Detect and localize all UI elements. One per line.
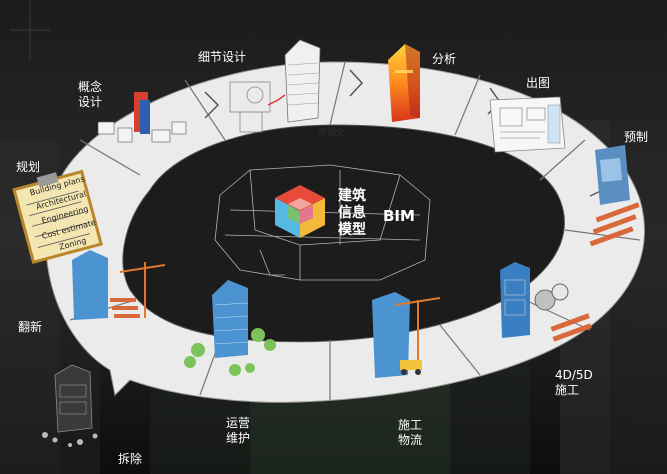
construction-4d5d-icon [500, 262, 592, 342]
bim-building-model [214, 164, 431, 281]
stage-label-demolition: 拆除 [118, 452, 143, 466]
ring-caption: 可视化 [318, 128, 346, 138]
drawing-sheet-icon [489, 96, 566, 153]
stage-label-operations: 运营 维护 [226, 416, 250, 446]
stage-label-operations-line: 运营 [226, 416, 251, 430]
detail-design-icon [229, 39, 321, 133]
center-title-line: 模型 [338, 222, 366, 238]
stage-label-4d5d-line: 4D/5D [555, 368, 593, 382]
concept-massing-icon [97, 92, 187, 143]
stage-label-renovation: 翻新 [18, 320, 43, 334]
prefab-factory-icon [589, 145, 640, 247]
stage-label-operations-line: 维护 [226, 431, 251, 445]
stage-label-logistics-line: 施工 [398, 418, 423, 432]
stage-label-4d5d: 4D/5D 施工 [555, 368, 593, 398]
stage-label-logistics-line: 物流 [398, 433, 423, 447]
center-title: 建筑 信息 模型 [338, 188, 366, 239]
stage-label-prefab: 预制 [624, 130, 649, 144]
stage-label-drawing: 出图 [526, 76, 551, 90]
operations-building-icon [184, 280, 276, 376]
crane-tower-icon [372, 292, 441, 378]
center-title-line: 建筑 [338, 188, 366, 204]
stage-label-concept-line: 概念 [78, 80, 103, 94]
bim-label: BIM [383, 207, 415, 225]
center-title-line: 信息 [338, 205, 366, 221]
stage-label-logistics: 施工 物流 [398, 418, 422, 448]
clipboard-icon [12, 169, 103, 265]
demolition-icon [42, 364, 98, 447]
renovation-tower-icon [72, 250, 166, 320]
bim-cube-icon [275, 185, 325, 238]
stage-label-planning: 规划 [16, 160, 41, 174]
stage-label-4d5d-line: 施工 [555, 383, 580, 397]
stage-label-analysis: 分析 [432, 52, 457, 66]
stage-label-concept: 概念 设计 [78, 80, 102, 110]
stage-label-concept-line: 设计 [78, 95, 103, 109]
analysis-tower-icon [388, 44, 420, 122]
stage-label-detail: 细节设计 [198, 50, 247, 64]
